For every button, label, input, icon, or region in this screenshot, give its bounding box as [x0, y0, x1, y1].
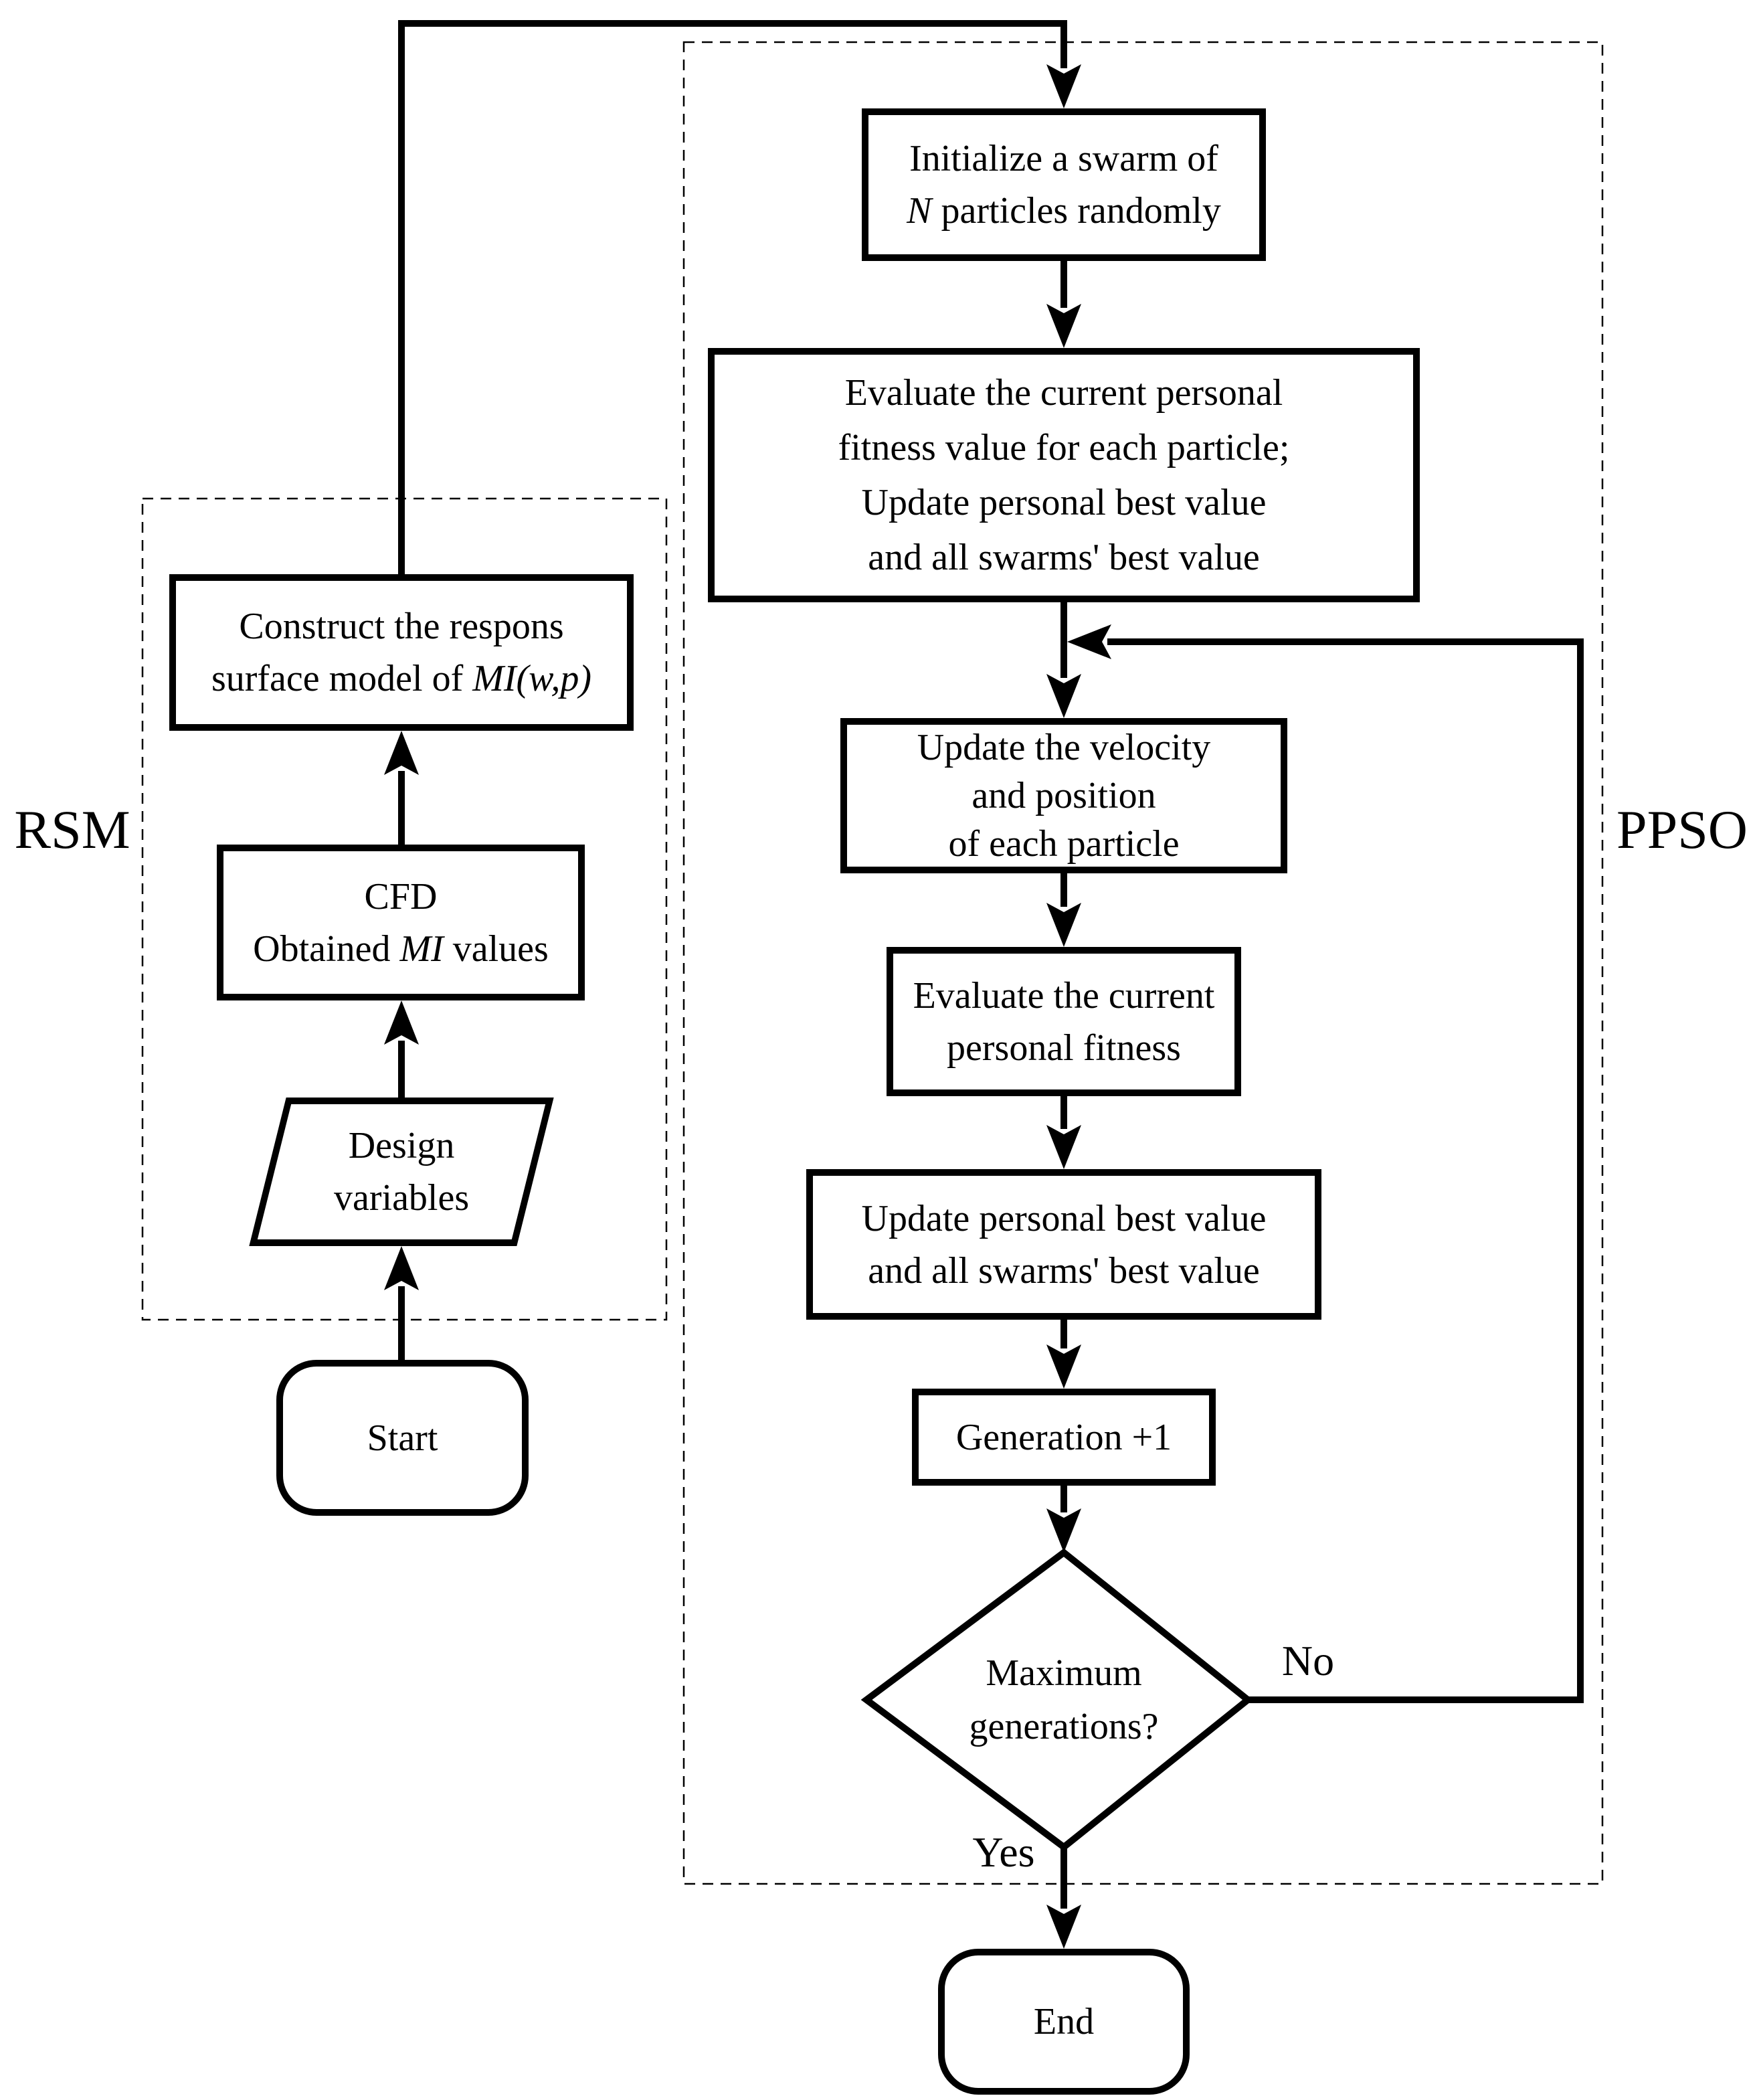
initialize-line1: Initialize a swarm of [909, 138, 1218, 179]
update-velocity-box: Update the velocity and position of each… [840, 718, 1287, 873]
yes-branch-label: Yes [972, 1828, 1035, 1876]
cfd-line1: CFD [364, 875, 438, 917]
end-label: End [1033, 2001, 1095, 2042]
design-variables-parallelogram: Design variables [249, 1098, 554, 1246]
initialize-swarm-box: Initialize a swarm of N particles random… [862, 108, 1266, 261]
mi-wp-math: MI(w,p) [472, 658, 592, 699]
decision-diamond-text: Maximum generations? [969, 1652, 1159, 1747]
cfd-line2: Obtained MI values [253, 928, 549, 970]
edge-construct-to-initialize [398, 20, 1081, 574]
construct-rsm-line1: Construct the respons [239, 606, 564, 647]
generation-box: Generation +1 [912, 1389, 1216, 1486]
n-math: N [907, 190, 932, 232]
start-terminator: Start [276, 1360, 529, 1516]
ppso-group-frame [682, 41, 1604, 1885]
construct-rsm-line2: surface model of MI(w,p) [211, 658, 592, 699]
update-best-box: Update personal best value and all swarm… [806, 1169, 1321, 1320]
cfd-box: CFD Obtained MI values [217, 845, 585, 1000]
generation-label: Generation +1 [955, 1416, 1172, 1458]
edge-decision-no-feedback [1067, 624, 1584, 1703]
initialize-line2: N particles randomly [907, 190, 1221, 232]
design-variables-text: Design variables [333, 1125, 470, 1219]
start-label: Start [367, 1417, 438, 1459]
evaluate-swarm-box: Evaluate the current personal fitness va… [708, 348, 1420, 602]
evaluate-fitness-box: Evaluate the current personal fitness [887, 947, 1241, 1096]
decision-diamond-shape [860, 1548, 1254, 1852]
end-terminator: End [938, 1949, 1190, 2095]
no-branch-label: No [1281, 1637, 1335, 1684]
construct-rsm-box: Construct the respons surface model of M… [169, 574, 634, 731]
rsm-group-label: RSM [14, 799, 130, 860]
mi-math: MI [399, 928, 444, 970]
ppso-group-label: PPSO [1616, 799, 1748, 860]
